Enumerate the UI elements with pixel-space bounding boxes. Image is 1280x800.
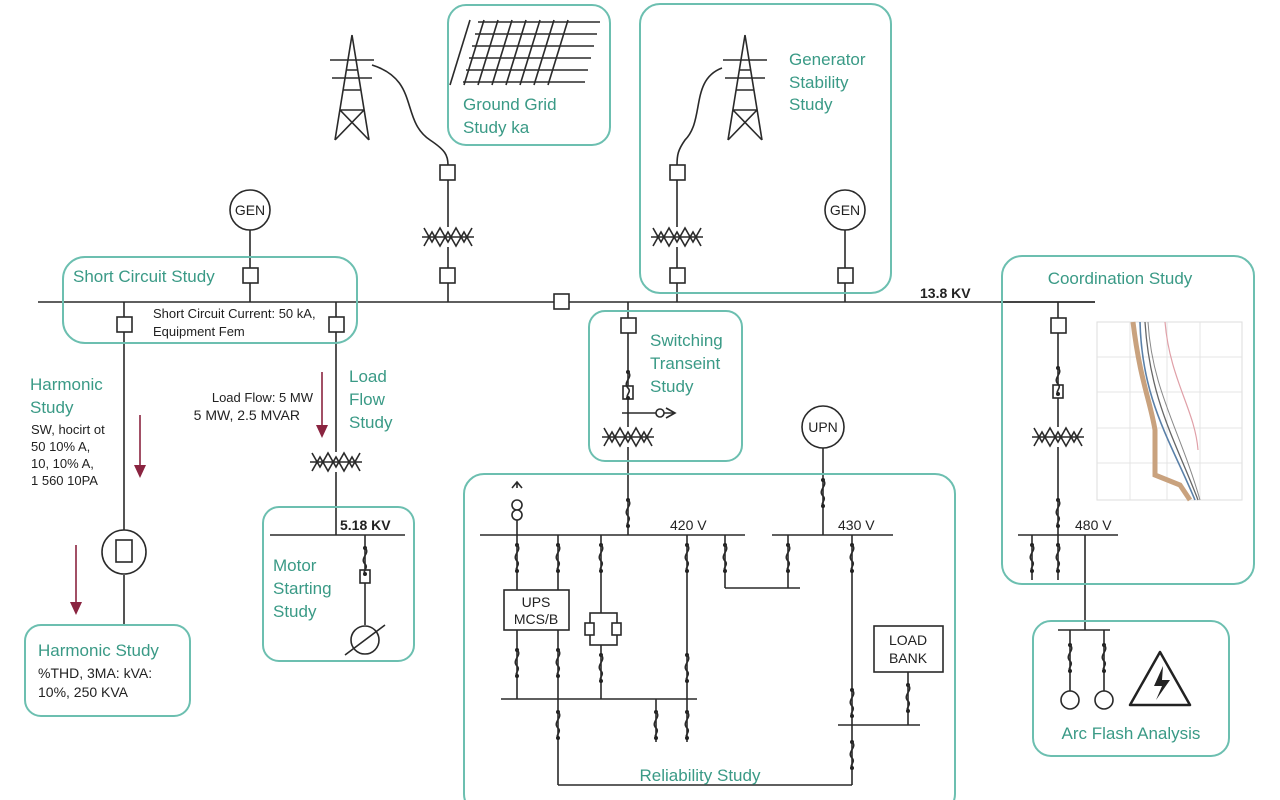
coordination-study-box — [1001, 255, 1255, 585]
harmonic-value: 50 10% A, — [31, 439, 90, 454]
fuse-icon — [1055, 498, 1061, 528]
fuse-icon — [684, 710, 690, 740]
fuse-icon — [653, 710, 659, 740]
arc-flash-title: Arc Flash Analysis — [1062, 724, 1201, 743]
transmission-tower-icon — [330, 34, 374, 141]
fuse-icon — [722, 543, 728, 573]
main-bus-voltage: 13.8 KV — [920, 285, 971, 301]
fuse-icon — [684, 543, 690, 573]
power-flow-arrows — [70, 372, 328, 615]
fuse-icon — [514, 648, 520, 678]
single-line-wiring — [38, 34, 1118, 786]
fuse-icon — [625, 498, 631, 528]
ground-grid-study-box — [447, 4, 611, 146]
switching-title: Switching — [650, 331, 723, 350]
load-flow-title-3: Study — [349, 413, 393, 432]
coordination-bus-voltage: 480 V — [1075, 517, 1112, 533]
ground-grid-title: Ground Grid — [463, 95, 557, 114]
reliability-title: Reliability Study — [640, 766, 761, 785]
ups-label: UPS — [522, 594, 551, 610]
fuse-icon — [684, 653, 690, 683]
fuse-icon — [598, 653, 604, 683]
harmonic-value: 10, 10% A, — [31, 456, 94, 471]
fuse-icon — [905, 683, 911, 713]
load-bank-label: LOAD — [889, 632, 927, 648]
load-bank-label-2: BANK — [889, 650, 928, 666]
harmonic-value: 1 560 10PA — [31, 473, 98, 488]
fuse-icon — [555, 710, 561, 740]
generator-stability-title-2: Stability — [789, 73, 849, 92]
harmonic-study-box — [24, 624, 191, 717]
fuse-icon — [555, 543, 561, 573]
ups-box — [503, 589, 570, 631]
ground-grid-title-2: Study ka — [463, 118, 530, 137]
motor-starting-study-box — [262, 506, 415, 662]
fuse-icon — [598, 543, 604, 573]
transformers — [310, 226, 1084, 473]
harmonic-side-title: Harmonic — [30, 375, 103, 394]
transformer-icon — [422, 226, 474, 248]
motor-bus-voltage: 5.18 KV — [340, 517, 391, 533]
coordination-title: Coordination Study — [1048, 269, 1193, 288]
gen-label: GEN — [830, 202, 860, 218]
transformer-icon — [602, 426, 654, 448]
transformer-icon — [1032, 426, 1084, 448]
motor-title-2: Starting — [273, 579, 332, 598]
harmonic-value: SW, hocirt ot — [31, 422, 105, 437]
fuse-icon — [849, 688, 855, 718]
generator-stability-title: Generator — [789, 50, 866, 69]
arc-flash-analysis-box — [1032, 620, 1230, 757]
harmonic-box-value: %THD, 3MA: kVA: — [38, 665, 152, 681]
fuse-icon — [1029, 543, 1035, 573]
switching-transient-study-box — [588, 310, 743, 462]
short-circuit-study-box — [62, 256, 358, 344]
short-circuit-current: Short Circuit Current: 50 kA, — [153, 306, 316, 321]
fuse-icon — [1055, 543, 1061, 573]
generator-icon — [229, 189, 271, 231]
short-circuit-title: Short Circuit Study — [73, 267, 215, 286]
ground-grid-icon — [449, 19, 600, 86]
fuse-icon — [849, 543, 855, 573]
switching-title-2: Transeint — [650, 354, 721, 373]
gen-label: GEN — [235, 202, 265, 218]
reliability-study-box — [463, 473, 956, 800]
generator-icon — [824, 189, 866, 231]
fuse-icon — [1101, 643, 1107, 673]
fuse-icon — [849, 740, 855, 770]
load-flow-value-2: 5 MW, 2.5 MVAR — [194, 407, 300, 423]
transmission-tower-icon — [723, 34, 767, 141]
fuses — [362, 366, 1107, 770]
harmonic-side-title-2: Study — [30, 398, 74, 417]
fuse-icon — [1067, 643, 1073, 673]
load-flow-title-2: Flow — [349, 390, 386, 409]
upn-label: UPN — [808, 419, 838, 435]
load-flow-value: Load Flow: 5 MW — [212, 390, 314, 405]
short-circuit-equipment: Equipment Fem — [153, 324, 245, 339]
motor-title-3: Study — [273, 602, 317, 621]
fuse-icon — [820, 478, 826, 508]
high-voltage-warning-icon — [1128, 650, 1192, 707]
fuse-icon — [1055, 366, 1061, 396]
load-flow-title: Load — [349, 367, 387, 386]
switching-title-3: Study — [650, 377, 694, 396]
generator-stability-title-3: Study — [789, 95, 833, 114]
fuse-icon — [625, 370, 631, 400]
upn-source-icon — [801, 405, 845, 449]
motor-title: Motor — [273, 556, 317, 575]
coordination-curve-chart — [1096, 321, 1243, 502]
load-bank-box — [873, 625, 944, 673]
fuse-icon — [362, 546, 368, 576]
fuse-icon — [514, 543, 520, 573]
ups-label-2: MCS/B — [514, 611, 558, 627]
fuse-icon — [785, 543, 791, 573]
bus-420v-label: 420 V — [670, 517, 707, 533]
bus-430v-label: 430 V — [838, 517, 875, 533]
harmonic-box-title: Harmonic Study — [38, 641, 159, 660]
fuse-icon — [555, 648, 561, 678]
harmonic-box-value-2: 10%, 250 KVA — [38, 684, 129, 700]
transformer-icon — [651, 226, 703, 248]
transformer-icon — [310, 451, 362, 473]
generator-stability-study-box — [639, 3, 892, 294]
